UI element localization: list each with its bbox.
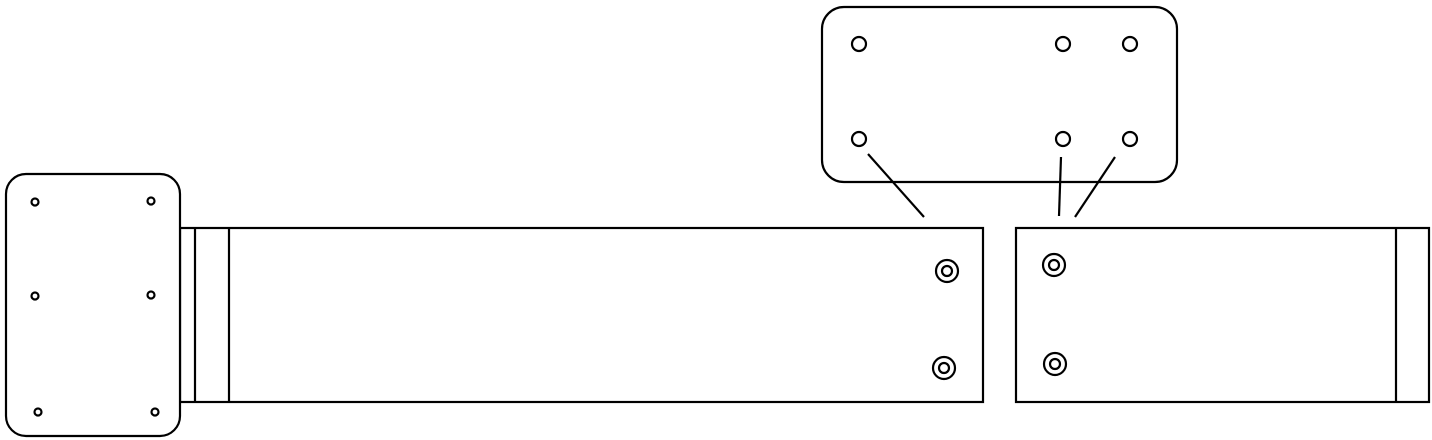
countersunk-hole [934, 258, 960, 284]
mount-hole [30, 197, 40, 207]
mount-hole [150, 407, 160, 417]
plate-hole [1121, 35, 1139, 53]
left-rail-body [178, 226, 985, 404]
countersunk-hole [1041, 252, 1067, 278]
mount-plate-body [4, 172, 182, 438]
mount-hole [146, 290, 156, 300]
left-mount-plate [4, 172, 182, 438]
leader-line [1074, 156, 1116, 218]
plate-hole [850, 130, 868, 148]
left-rail [178, 226, 985, 404]
leader-line [867, 153, 925, 218]
countersunk-hole [931, 355, 957, 381]
mount-hole [146, 196, 156, 206]
detail-plate-callout [820, 5, 1179, 218]
mount-hole [33, 407, 43, 417]
mount-hole [30, 291, 40, 301]
right-rail-body [1014, 226, 1431, 404]
right-rail [1014, 226, 1431, 404]
plate-hole [1054, 130, 1072, 148]
plate-hole [1121, 130, 1139, 148]
detail-plate-body [820, 5, 1179, 184]
plate-hole [850, 35, 868, 53]
plate-hole [1054, 35, 1072, 53]
leader-line [1057, 156, 1063, 217]
countersunk-hole [1042, 351, 1068, 377]
